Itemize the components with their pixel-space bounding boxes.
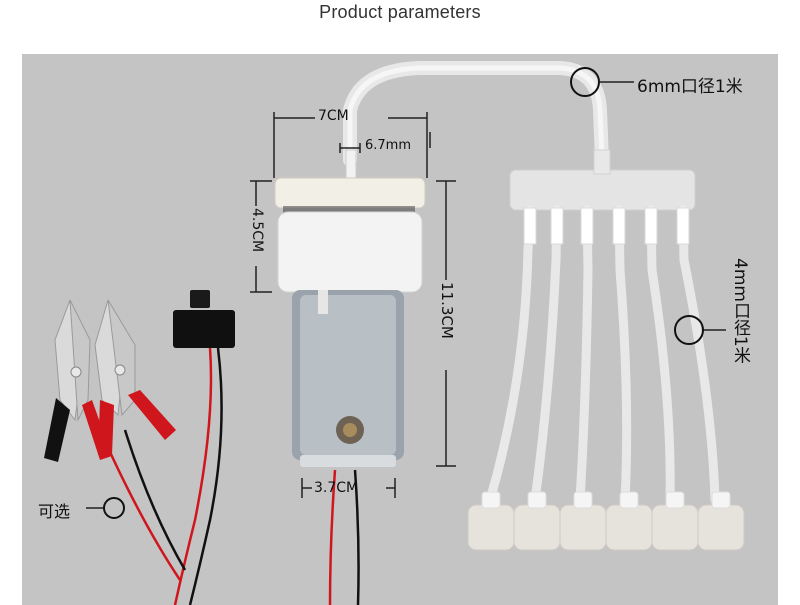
optional-label: 可选 (38, 502, 71, 521)
dimension-width-3-7cm: 3.7CM (314, 480, 359, 496)
page-title: Product parameters (319, 2, 481, 22)
callout-circle-optional (103, 497, 125, 519)
tube-6mm-label: 6mm口径1米 (637, 77, 743, 97)
dimension-width-7cm: 7CM (318, 108, 349, 124)
air-manifold (509, 169, 696, 211)
branch-tubes (485, 205, 720, 505)
callout-circle-4mm (674, 315, 704, 345)
dimension-nozzle-6-7mm: 6.7mm (365, 138, 412, 153)
air-stones (467, 504, 745, 551)
switch (173, 290, 235, 348)
alligator-clips (44, 299, 176, 462)
air-pump (274, 149, 426, 467)
dimension-lines (86, 81, 726, 509)
callout-circle-6mm (570, 67, 600, 97)
wires (98, 347, 360, 605)
dimension-height-11-3cm: 11.3CM (438, 282, 456, 339)
tube-4mm-label: 4mm口径1米 (730, 258, 750, 364)
dimension-height-4-5cm: 4.5CM (249, 208, 265, 253)
